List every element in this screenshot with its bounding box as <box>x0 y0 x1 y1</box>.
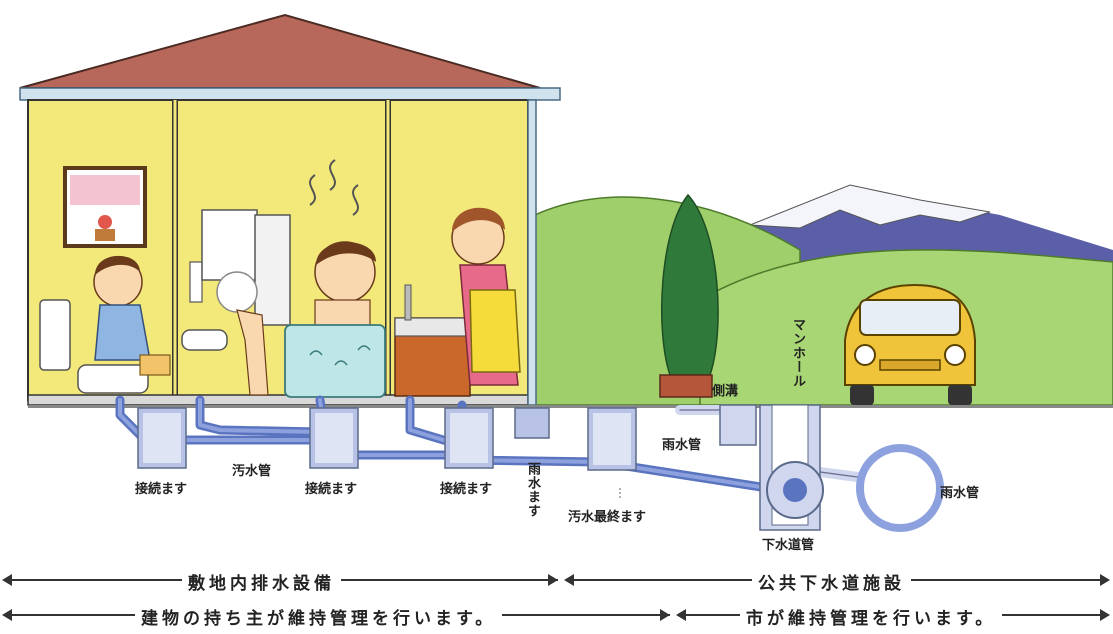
label-stormwater-pipe-2: 雨水管 <box>940 486 980 501</box>
label-connection-basin-1: 接続ます <box>135 482 188 497</box>
label-stormwater-pipe-1: 雨水管 <box>662 438 702 453</box>
legend-owner-maintains: 建物の持ち主が維持管理を行います。 <box>135 604 503 629</box>
arrow-left-icon <box>676 609 686 621</box>
arrow-right-icon <box>1100 574 1110 586</box>
child-washing-hair <box>216 271 269 396</box>
toilet <box>39 299 149 394</box>
legend-private-facilities: 敷地内排水設備 <box>182 569 341 594</box>
arrow-left-icon <box>2 609 12 621</box>
label-sewer-main: 下水道管 <box>762 538 815 553</box>
legend-city-maintains: 市が維持管理を行います。 <box>740 604 1003 629</box>
ground-line <box>28 405 1113 408</box>
label-stormwater-basin: 雨水ます <box>525 462 540 518</box>
side-ditch <box>719 404 757 446</box>
downspout <box>527 99 537 406</box>
legend-row-facilities: 敷地内排水設備 公共下水道施設 <box>0 565 1113 595</box>
arrow-right-icon <box>660 609 670 621</box>
arrow-right-icon <box>548 574 558 586</box>
boy-on-toilet <box>93 255 171 376</box>
label-connection-basin-3: 接続ます <box>440 482 493 497</box>
basins <box>137 404 944 532</box>
mountain-snowcap <box>749 184 991 229</box>
tree <box>659 193 719 398</box>
stormwater-basin <box>514 407 550 439</box>
background-landscape <box>534 184 1113 406</box>
legend-row-maintenance: 建物の持ち主が維持管理を行います。 市が維持管理を行います。 <box>0 600 1113 630</box>
label-final-sewage-basin: 汚水最終ます <box>568 510 647 525</box>
arrow-left-icon <box>2 574 12 586</box>
kitchen-sink <box>394 284 471 397</box>
washbasin <box>181 209 291 351</box>
gutter <box>19 87 561 101</box>
roof <box>19 13 541 89</box>
arrow-right-icon <box>1100 609 1110 621</box>
house <box>19 13 561 406</box>
label-side-ditch: 側溝 <box>712 384 739 399</box>
bathtub-with-kid <box>284 159 386 398</box>
mother-at-sink <box>451 207 521 386</box>
arrow-left-icon <box>564 574 574 586</box>
car <box>844 283 976 405</box>
label-connection-basin-2: 接続ます <box>305 482 358 497</box>
legend-public-facilities: 公共下水道施設 <box>752 569 911 594</box>
label-sewage-pipe: 汚水管 <box>232 464 272 479</box>
label-manhole: マンホール <box>790 318 805 388</box>
stormwater-main-pipe <box>856 444 944 532</box>
